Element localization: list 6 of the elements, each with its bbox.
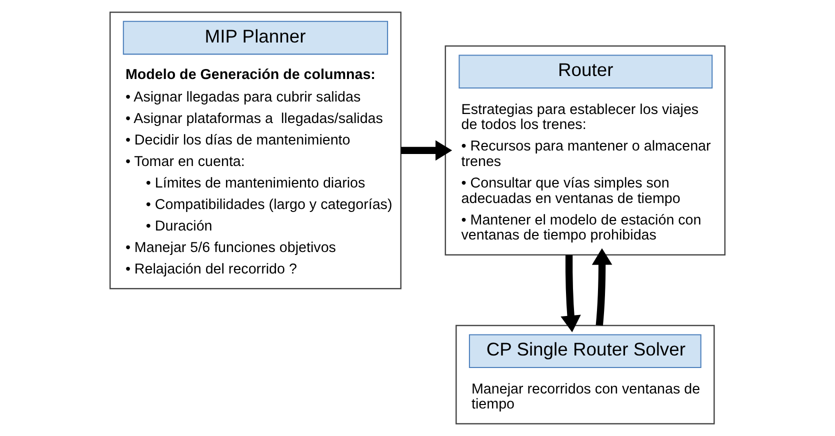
arrow	[592, 248, 612, 326]
node-box: Router Estrategias para establecer los viajes de todos los trenes: • Recursos para mantener o almacenar trenes • Consultar que vías simples son adecuadas en ventanas de tiempo • Mantener el modelo de estación con ventanas de tiempo prohibidas	[444, 45, 726, 256]
node-box: CP Single Router Solver Manejar recorridos con ventanas de tiempo	[456, 324, 715, 424]
arrow	[560, 255, 581, 332]
arrow	[401, 140, 452, 161]
node-box: MIP Planner Modelo de Generación de columnas: • Asignar llegadas para cubrir salidas • Asignar plataformas a llegadas/salidas • Decidir los días de mantenimiento • Tomar en cuenta: • Límites de mantenimiento diarios • Compatibilidades (largo y categorías) • Duración • Manejar 5/6 funciones objetivos • Relajación del recorrido ?	[109, 12, 402, 290]
